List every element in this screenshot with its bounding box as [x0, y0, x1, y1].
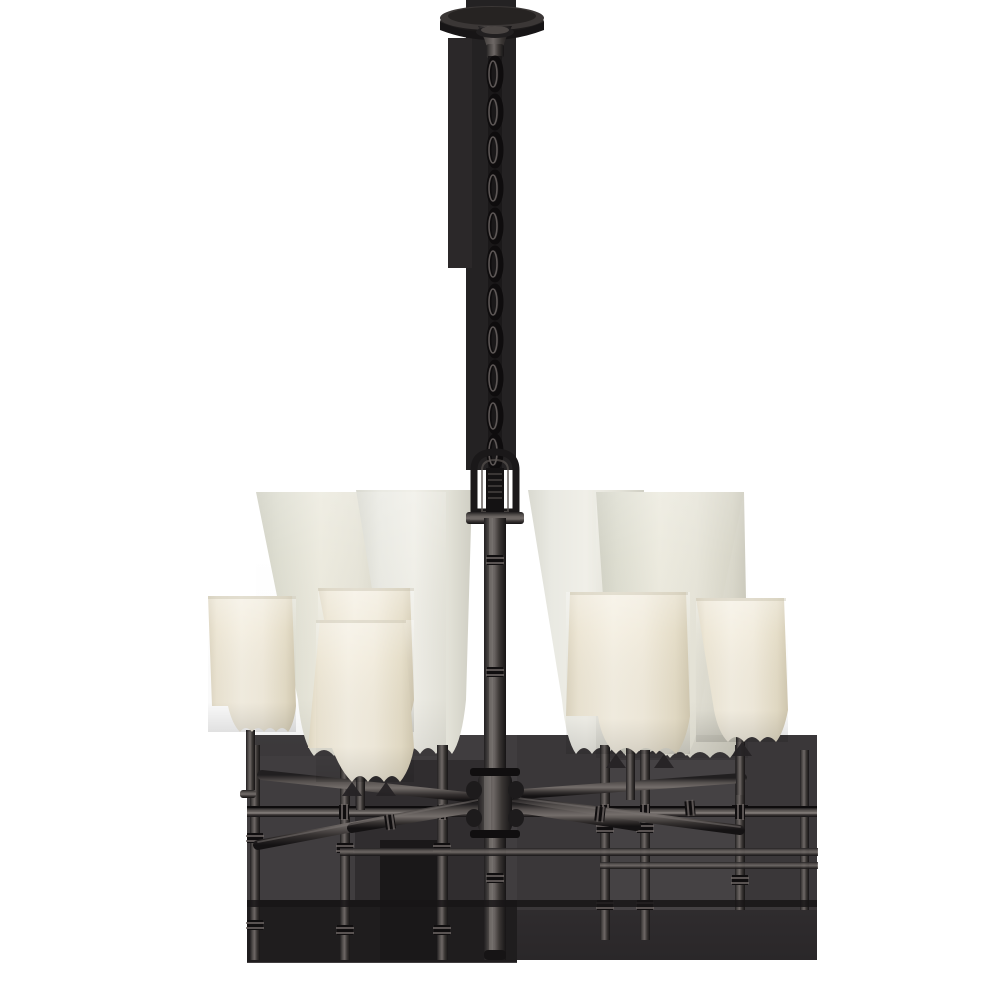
- bamboo-lattice-frame: [240, 745, 818, 960]
- shade-top-rims: [208, 588, 786, 623]
- socket-hardware: [342, 742, 752, 796]
- arm-hub: [466, 768, 524, 838]
- socket-stems: [246, 730, 745, 810]
- suspension-chain: [486, 55, 504, 471]
- arm-set: [253, 770, 747, 850]
- center-stem: [484, 518, 506, 960]
- shade-group-front: [208, 588, 788, 810]
